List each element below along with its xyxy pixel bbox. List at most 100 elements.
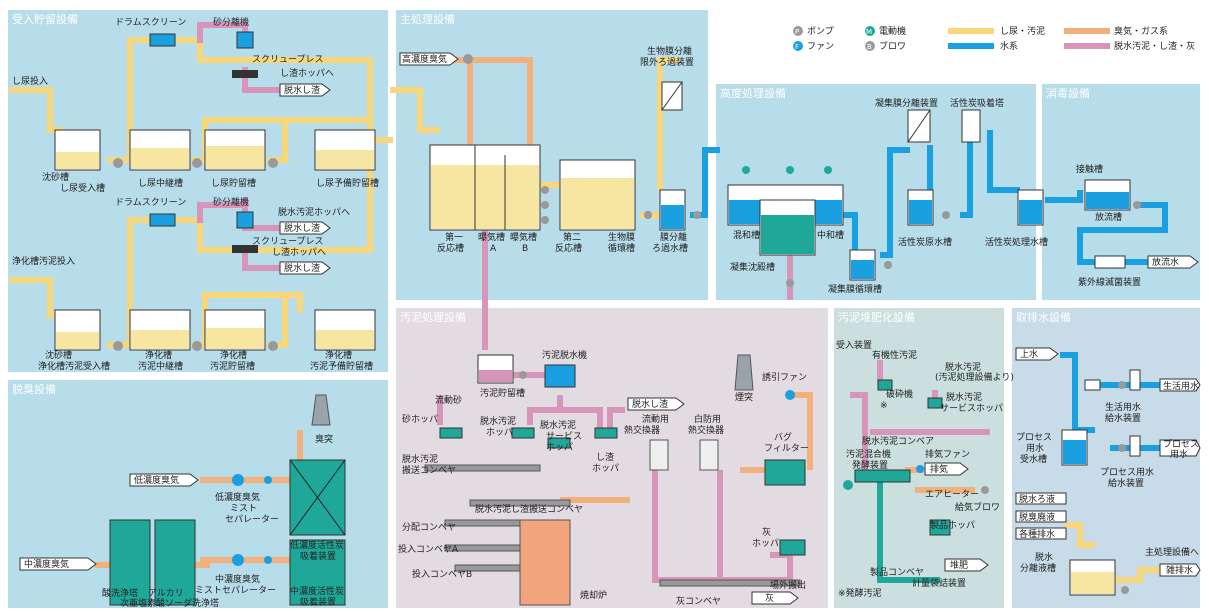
label-low-mist3: セパレーター — [225, 514, 279, 525]
deodor-labels: 低濃度臭気 中濃度臭気 低濃度臭気 ミスト セパレーター 中濃度臭気 ミストセパ… — [24, 433, 344, 609]
label-tank2c2: 汚泥貯留槽 — [210, 360, 255, 372]
section-title-advanced: 高度処理設備 — [720, 86, 786, 100]
compost-labels: 受入装置 有機性汚泥 脱水汚泥 (汚泥処理設備より) 破砕機 ※ 脱水汚泥 サー… — [836, 339, 1014, 599]
label-bagging: 計量袋詰装置 — [912, 577, 966, 589]
label-ash: 灰 — [765, 592, 774, 604]
label-tank2b2: 汚泥中継槽 — [138, 360, 183, 372]
main-equipment — [399, 52, 701, 231]
label-contact: 接触槽 — [1076, 163, 1103, 175]
label-t5b: 循環槽 — [608, 242, 635, 254]
pump-legend-icon — [793, 26, 803, 36]
label-conv5: 投入コンベヤB — [412, 568, 472, 580]
legend-gas: 臭気・ガス系 — [1114, 25, 1168, 37]
section-title-deodor: 脱臭設備 — [12, 382, 56, 396]
label-fluid-sand: 流動砂 — [435, 394, 462, 406]
label-mid-mist: 中濃度臭気 — [215, 573, 260, 585]
label-high-odor: 高濃度臭気 — [402, 53, 447, 65]
label-out-dw: 脱水し渣 — [284, 222, 320, 234]
legend-motor: 電動機 — [879, 25, 906, 37]
label-conv1b: 搬送コンベヤ — [402, 464, 456, 476]
label-compost-service2: サービスホッパ — [940, 403, 1003, 414]
label-uv: 紫外線滅菌装置 — [1078, 276, 1141, 288]
label-compost-dw: 脱水汚泥 — [945, 361, 981, 373]
legend-line-gas — [1064, 28, 1110, 34]
section-title-receiving: 受入貯留設備 — [12, 12, 78, 26]
label-dw-service2: サービス — [546, 431, 582, 442]
label-sep-tank2: 分離液槽 — [1020, 562, 1056, 574]
label-crusher: 破砕機 — [886, 388, 913, 400]
label-misc: 各種排水 — [1019, 528, 1055, 540]
label-compost-note: ※発酵汚泥 — [838, 587, 882, 599]
label-tank1a2: し尿受入槽 — [60, 182, 105, 194]
label-tank2a: 沈砂槽 — [45, 349, 72, 361]
label-process-out: プロセス — [1163, 439, 1199, 450]
label-screw2: スクリュープレス — [252, 236, 323, 247]
label-process-supply: プロセス用水 — [1100, 466, 1154, 478]
advanced-pipes — [787, 130, 1083, 300]
label-alkali: アルカリ — [148, 588, 184, 599]
label-dewater: 汚泥脱水機 — [542, 349, 587, 361]
label-septic-in: 浄化槽汚泥投入 — [12, 255, 75, 267]
legend-sludge: 脱水汚泥・し渣・灰 — [1114, 40, 1195, 52]
label-compost-out: 堆肥 — [950, 560, 968, 571]
label-mixer: 汚泥混合機 — [846, 448, 891, 460]
label-t6b: ろ過水槽 — [652, 242, 688, 254]
label-carbon-raw: 活性炭原水槽 — [898, 236, 952, 248]
advanced-labels: 凝集膜分離装置 活性炭吸着塔 混和槽 中和槽 凝集沈殿槽 凝集膜循環槽 活性炭原… — [730, 97, 1048, 295]
label-induced-fan: 誘引ファン — [762, 371, 807, 383]
label-compost-dw2: (汚泥処理設備より) — [935, 371, 1014, 383]
section-title-compost: 汚泥堆肥化設備 — [838, 310, 915, 324]
label-sand-hopper: 砂ホッパ — [402, 413, 438, 425]
label-filter: 生物膜分離 — [647, 45, 692, 57]
label-carbon-tower: 活性炭吸着塔 — [950, 97, 1004, 109]
sludge-equipment — [424, 354, 806, 606]
label-ash-out: 場外搬出 — [770, 579, 806, 591]
label-product-hopper: 製品ホッパ — [930, 519, 975, 531]
label-exhaust: 排気 — [930, 463, 948, 475]
section-title-disinfect: 消毒設備 — [1046, 86, 1090, 100]
label-acid: 酸洗浄塔 — [102, 587, 138, 599]
label-tank1c: し尿貯留槽 — [211, 177, 256, 189]
label-residue-hopper2: ホッパ — [592, 463, 619, 474]
intake-equipment — [1015, 347, 1201, 596]
label-neutral: 中和槽 — [817, 229, 844, 241]
label-mid-mist2: ミストセパレーター — [195, 585, 276, 596]
label-process-tank3: 受水槽 — [1020, 453, 1047, 465]
label-sludge-chimney: 煙突 — [735, 391, 753, 403]
label-fluid-hx2: 熱交換器 — [624, 424, 660, 436]
label-sand1: 砂分離機 — [213, 16, 249, 28]
legend-line-sludge — [1064, 43, 1110, 49]
section-title-intake: 取排水設備 — [1016, 310, 1071, 324]
label-t2b: A — [490, 244, 497, 254]
label-conv3: 分配コンベヤ — [402, 522, 456, 533]
label-life-water: 生活用水 — [1163, 380, 1199, 392]
label-shinyou-in: し尿投入 — [12, 75, 48, 87]
blower-legend-icon — [865, 41, 875, 51]
label-compost-mark: ※ — [880, 401, 888, 411]
legend-pump: ポンプ — [807, 26, 834, 37]
section-sludge — [396, 308, 828, 608]
label-to-main: 主処理設備へ — [1145, 546, 1199, 558]
pump-legend-symbol: P — [795, 28, 799, 36]
label-supply-blower: 給気ブロワ — [955, 501, 1000, 513]
label-sep-tank: 脱水 — [1035, 551, 1053, 563]
label-ash-hopper: 灰 — [762, 526, 771, 538]
label-dw-hopper: 脱水汚泥 — [480, 415, 516, 427]
deodor-equipment — [19, 394, 346, 606]
receiving-tags — [279, 83, 331, 275]
label-tank1a: 沈砂槽 — [42, 171, 69, 183]
label-white-hx: 白防用 — [694, 413, 721, 425]
label-life-supply2: 給水装置 — [1105, 412, 1141, 424]
label-compost-service: 脱水汚泥 — [946, 391, 982, 403]
screw-press-2 — [232, 245, 258, 253]
label-t1b: 反応槽 — [437, 242, 464, 254]
label-t4: 第二 — [563, 231, 581, 243]
receiving-equipment — [54, 31, 376, 351]
fan-legend-symbol: F — [795, 43, 799, 51]
label-alkali2: 次亜塩素酸ソーダ洗浄塔 — [120, 597, 219, 609]
label-fluid-hx: 流動用 — [642, 413, 669, 425]
label-dw-service: 脱水汚泥 — [540, 419, 576, 431]
sludge-labels: 汚泥貯留槽 汚泥脱水機 流動砂 砂ホッパ 脱水汚泥 ホッパ 脱水汚泥 サービス … — [398, 349, 809, 607]
label-t4b: 反応槽 — [555, 242, 582, 254]
